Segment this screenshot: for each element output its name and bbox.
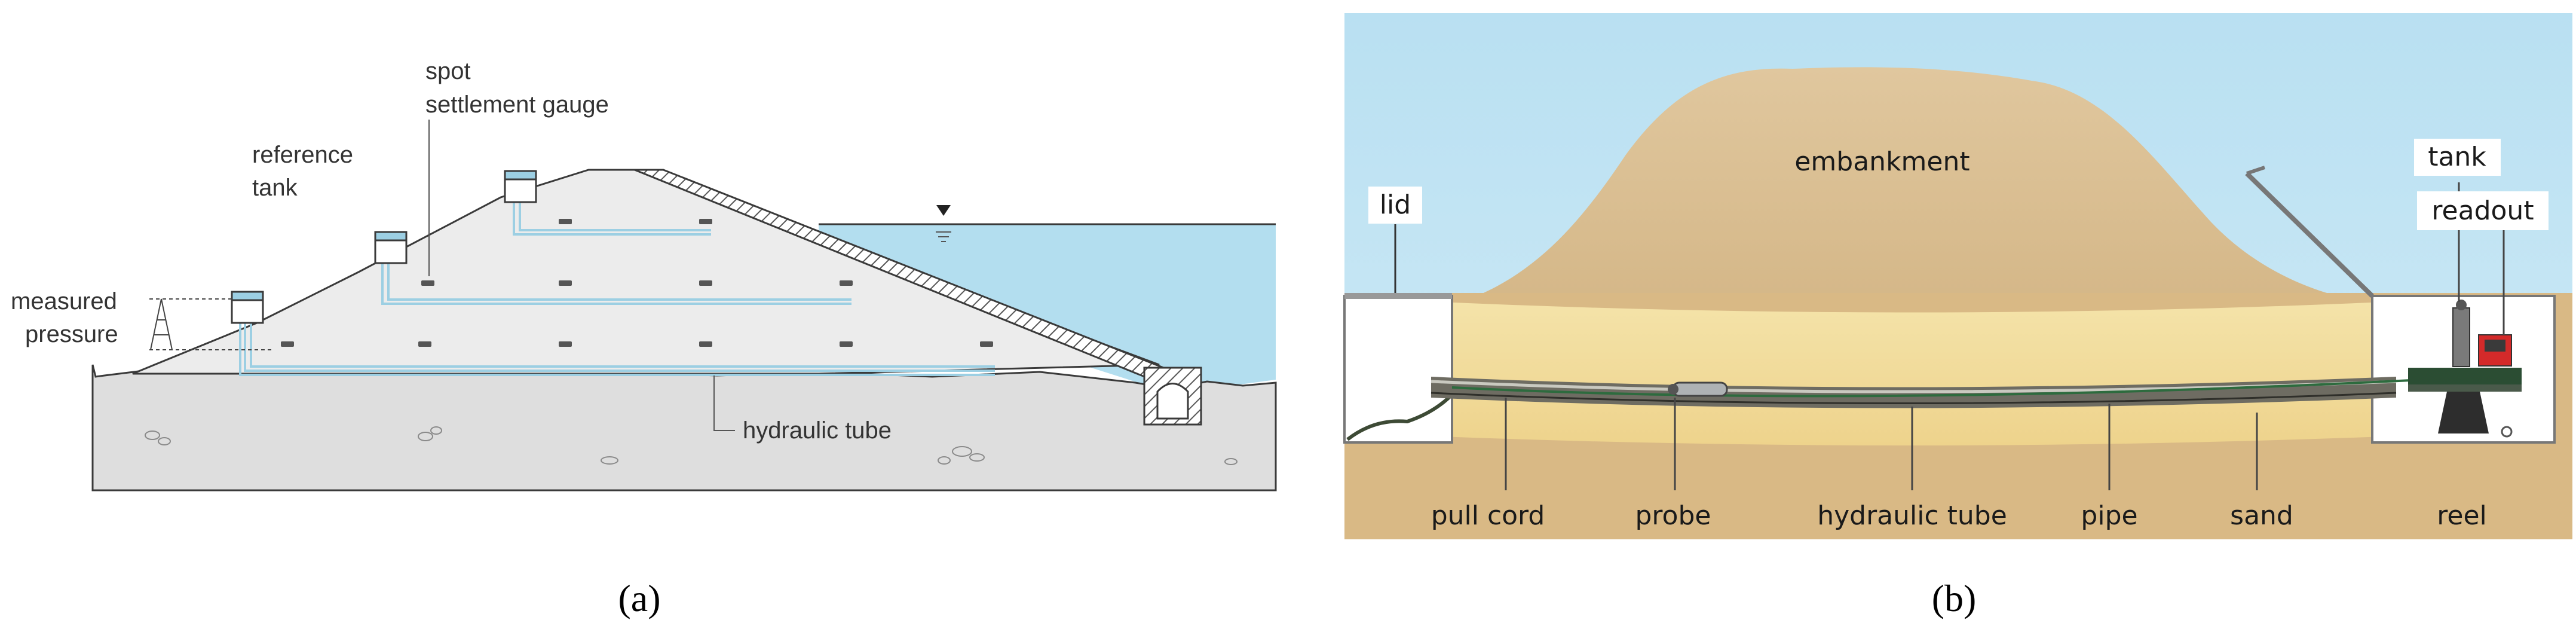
label-reel: reel xyxy=(2437,500,2487,531)
tank-icon xyxy=(2452,300,2470,367)
label-pressure: pressure xyxy=(25,321,118,347)
label-probe: probe xyxy=(1635,500,1711,531)
label-lid: lid xyxy=(1380,190,1411,220)
label-hydraulic-tube-b: hydraulic tube xyxy=(1817,500,2007,531)
pipe xyxy=(1431,375,2480,408)
panel-a: spot settlement gauge reference tank mea… xyxy=(11,58,1277,619)
drainage-culvert-icon xyxy=(1143,367,1202,426)
label-readout: readout xyxy=(2431,196,2534,226)
label-pipe: pipe xyxy=(2081,500,2137,531)
embankment-mound xyxy=(1452,67,2366,335)
label-reference: reference xyxy=(252,142,353,168)
label-box-lid xyxy=(1368,187,1422,224)
label-measured: measured xyxy=(11,288,117,315)
reservoir-water xyxy=(819,224,1276,387)
readout-unit-icon xyxy=(2478,334,2512,367)
label-hydraulic-tube-a: hydraulic tube xyxy=(743,417,892,444)
caption-a: (a) xyxy=(618,577,660,619)
left-pit xyxy=(1343,293,1454,444)
label-tank-b: tank xyxy=(2428,142,2486,172)
leader-lines xyxy=(428,120,735,431)
water-level-icon xyxy=(936,205,951,242)
panel-b: embankment lid tank readout pull cord pr… xyxy=(1343,13,2572,619)
label-tank: tank xyxy=(252,175,298,201)
caption-b: (b) xyxy=(1932,577,1977,619)
settlement-gauge-icon xyxy=(281,219,993,347)
sand-layer xyxy=(1440,302,2384,445)
reference-tank-icon xyxy=(231,170,537,324)
label-box-readout xyxy=(2417,191,2549,230)
foundation-ground xyxy=(91,364,1277,491)
ground-stones xyxy=(145,426,1238,465)
label-box-tank xyxy=(2414,139,2501,176)
measured-pressure-marker xyxy=(149,298,272,350)
label-settlement-gauge: settlement gauge xyxy=(425,91,609,118)
label-pull-cord: pull cord xyxy=(1431,500,1545,531)
label-embankment: embankment xyxy=(1794,146,1969,177)
hydraulic-tube-lines xyxy=(239,190,995,376)
reel-icon xyxy=(2408,368,2522,438)
label-spot: spot xyxy=(425,58,471,84)
probe-icon xyxy=(1668,381,1728,397)
label-sand: sand xyxy=(2230,500,2293,531)
